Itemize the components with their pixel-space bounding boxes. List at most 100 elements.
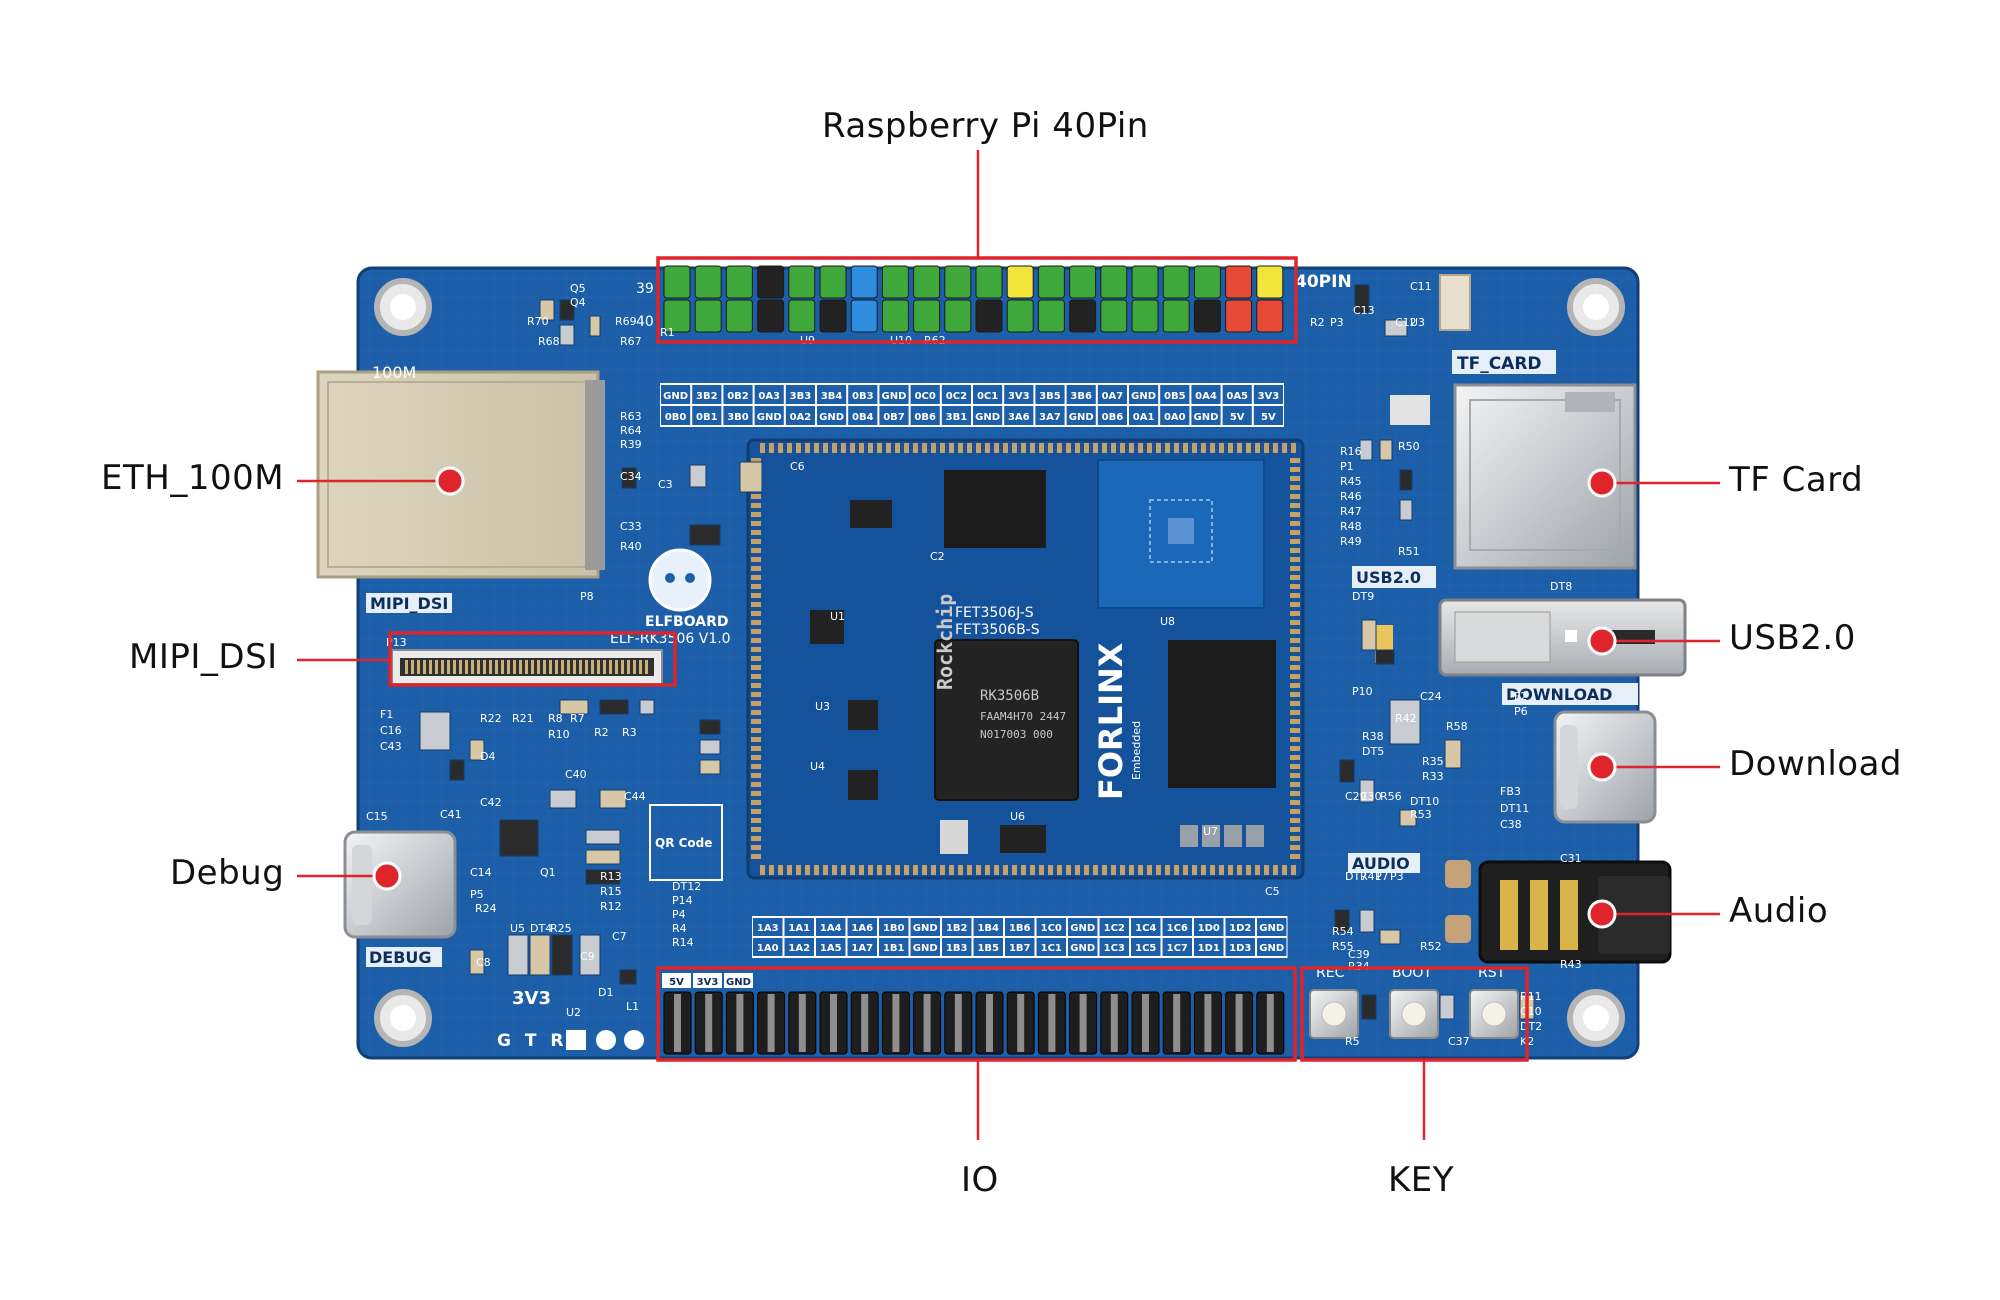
gpio-label-top: 0B3 <box>852 391 874 402</box>
gpio-pin-top-14 <box>1069 265 1097 299</box>
ref-designator: D4 <box>480 750 495 763</box>
ref-designator: DT10 <box>1410 795 1439 808</box>
io-label-top: 1D0 <box>1198 923 1220 934</box>
ref-designator: R24 <box>475 902 497 915</box>
buttons: REC BOOT RST <box>1309 965 1519 1039</box>
io-power-label: 3V3 <box>697 977 719 988</box>
io-label-top: 1A3 <box>757 923 779 934</box>
ref-designator: C8 <box>476 956 491 969</box>
ref-designator: R39 <box>620 438 642 451</box>
gpio-label-top: GND <box>882 391 907 402</box>
gpio-label-bottom: 0A0 <box>1164 412 1186 423</box>
gpio-label-top: 3V3 <box>1008 391 1030 402</box>
rst-button[interactable] <box>1469 989 1519 1039</box>
gpio-label-top: 3B4 <box>821 391 843 402</box>
ref-designator: C31 <box>1560 852 1582 865</box>
ref-designator: R2 <box>1310 316 1325 329</box>
ref-designator: Q1 <box>540 866 556 879</box>
gpio-label-top: 0B5 <box>1164 391 1186 402</box>
silk-gtr: G T R <box>497 1031 567 1051</box>
download-callout: Download <box>1729 744 1903 784</box>
gpio-pin-top-15 <box>1100 265 1128 299</box>
io-label-top: 1B0 <box>883 923 905 934</box>
ref-designator: R40 <box>620 540 642 553</box>
ref-designator: C15 <box>366 810 388 823</box>
ref-designator: R45 <box>1340 475 1362 488</box>
ref-designator: R56 <box>1380 790 1402 803</box>
tf-marker-dot <box>1587 468 1617 498</box>
ref-designator: P6 <box>1514 705 1528 718</box>
ref-designator: C29 <box>1345 790 1367 803</box>
gpio-pin-bottom-1 <box>663 299 691 333</box>
ref-designator: P3 <box>1330 316 1344 329</box>
ref-designator: C40 <box>565 768 587 781</box>
io-label-bottom: 1C1 <box>1041 943 1062 954</box>
io-label-bottom: 1D1 <box>1198 943 1220 954</box>
ref-designator: R51 <box>1398 545 1420 558</box>
gpio-pin-top-17 <box>1162 265 1190 299</box>
io-highlight <box>656 966 1297 1062</box>
io-label-top: 1A6 <box>851 923 873 934</box>
ref-designator: C12 <box>1395 316 1417 329</box>
io-label-bottom: GND <box>1259 943 1284 954</box>
gpio-pin-bottom-20 <box>1256 299 1284 333</box>
raspberry-pi-callout: Raspberry Pi 40Pin <box>822 106 1149 146</box>
ref-designator: C34 <box>620 470 642 483</box>
gpio-pin-top-10 <box>944 265 972 299</box>
gpio-pin-top-5 <box>788 265 816 299</box>
silk-debug: DEBUG <box>369 948 432 967</box>
ref-designator: R67 <box>620 335 642 348</box>
io-label-top: 1B2 <box>946 923 968 934</box>
ref-designator: R16 <box>1340 445 1362 458</box>
gpio-label-top: 3V3 <box>1258 391 1280 402</box>
gpio-label-top: 0A7 <box>1102 391 1124 402</box>
gpio-label-bottom: 0A2 <box>790 412 812 423</box>
gpio-label-top: 0B2 <box>727 391 749 402</box>
gpio-pin-bottom-9 <box>913 299 941 333</box>
io-label-top: GND <box>1070 923 1095 934</box>
gpio-pin-bottom-4 <box>757 299 785 333</box>
ref-designator: R64 <box>620 424 642 437</box>
ref-designator: R42 <box>1395 712 1417 725</box>
gpio-pin-top-19 <box>1225 265 1253 299</box>
gpio-label-bottom: 0B1 <box>696 412 718 423</box>
boot-button[interactable] <box>1389 989 1439 1039</box>
gpio-label-bottom: 3A7 <box>1039 412 1061 423</box>
ref-designator: U6 <box>1010 810 1025 823</box>
ref-designator: R54 <box>1332 925 1354 938</box>
gpio-pin-bottom-6 <box>819 299 847 333</box>
ref-designator: R63 <box>620 410 642 423</box>
ref-designator: DT5 <box>1362 745 1384 758</box>
io-header <box>663 991 1285 1055</box>
ref-designator: Q4 <box>570 296 586 309</box>
debug-marker-dot <box>372 861 402 891</box>
pin-39-label: 39 <box>636 281 654 297</box>
io-label-top: 1C6 <box>1167 923 1188 934</box>
soc-code-2: N017003 000 <box>980 728 1053 741</box>
ref-designator: R47 <box>1340 505 1362 518</box>
gpio-pin-bottom-13 <box>1037 299 1065 333</box>
io-label-top: 1B4 <box>977 923 999 934</box>
gpio-label-bottom: GND <box>1069 412 1094 423</box>
ref-designator: P3 <box>1390 870 1404 883</box>
som-part-2: FET3506B-S <box>955 622 1040 638</box>
gpio-label-top: 3B2 <box>696 391 718 402</box>
ref-designator: R41 <box>1360 870 1382 883</box>
key-highlight <box>1300 966 1529 1062</box>
ref-designator: R1 <box>660 326 675 339</box>
io-label-top: 1A4 <box>820 923 842 934</box>
gpio-pin-top-16 <box>1131 265 1159 299</box>
silk-40pin: 40PIN <box>1295 272 1352 292</box>
io-label-top: 1C0 <box>1041 923 1062 934</box>
ref-designator: DT7 <box>1345 870 1367 883</box>
mipi-callout: MIPI_DSI <box>129 637 278 677</box>
ref-designator: P10 <box>1352 685 1373 698</box>
gpio-pin-bottom-16 <box>1131 299 1159 333</box>
silk-mipi-dsi: MIPI_DSI <box>370 594 448 613</box>
rec-button[interactable] <box>1309 989 1359 1039</box>
io-label-top: 1D2 <box>1229 923 1251 934</box>
gpio-pin-top-20 <box>1256 265 1284 299</box>
gpio-pin-bottom-2 <box>694 299 722 333</box>
ref-designator: DT4 <box>530 922 552 935</box>
gpio-pin-bottom-5 <box>788 299 816 333</box>
